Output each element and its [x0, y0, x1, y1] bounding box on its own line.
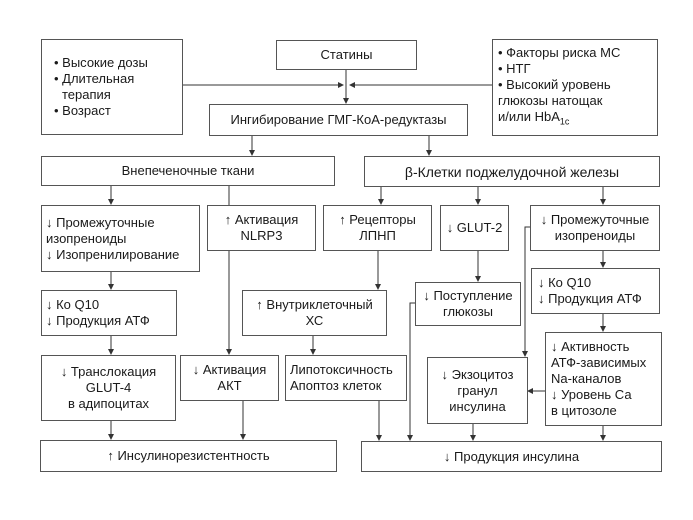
akt-activation-box: ↓ Активация АКТ [180, 355, 279, 401]
text-line: Липотоксичность [290, 362, 393, 377]
risk-right-line: • Факторы риска МС [498, 45, 621, 61]
risk-factors-right-box: • Факторы риска МС • НТГ • Высокий урове… [492, 39, 658, 136]
intracellular-cholesterol-box: ↑ Внутриклеточный ХС [242, 290, 387, 336]
text-line: изопреноиды [46, 230, 127, 246]
extrahepatic-box: Внепеченочные ткани [41, 156, 335, 186]
text-line: глюкозы [442, 304, 493, 319]
risk-left-line: • Высокие дозы [54, 55, 148, 70]
text-line: ↓ Активация [192, 362, 267, 377]
text-line: ↓ Промежуточные [46, 214, 155, 230]
statins-box: Статины [276, 40, 417, 70]
glut2-box: ↓ GLUT-2 [440, 205, 509, 251]
hba-subscript: 1c [559, 116, 570, 127]
insulin-production-label: ↓ Продукция инсулина [443, 448, 580, 464]
insulin-resistance-label: ↑ Инсулинорезистентность [107, 448, 270, 463]
text-line: ↓ Активность [551, 339, 630, 354]
text-line: ↓ Изопренилирование [46, 246, 180, 262]
text-line: ↓ Уровень Са [551, 387, 632, 402]
text-line: ХС [305, 313, 324, 328]
inhibition-box: Ингибирование ГМГ-КоА-редуктазы [209, 104, 468, 136]
text-line: GLUT-4 [85, 380, 132, 395]
text-line: гранул [457, 382, 498, 398]
risk-left-line: терапия [62, 87, 111, 102]
left-coq10-box: ↓ Ко Q10 ↓ Продукция АТФ [41, 290, 177, 336]
text-line: ↓ Экзоцитоз [441, 366, 514, 382]
risk-right-line: глюкозы натощак [498, 93, 603, 109]
risk-left-line: • Возраст [54, 103, 111, 118]
text-line: в цитозоле [551, 403, 617, 418]
text-line: Апоптоз клеток [290, 378, 382, 393]
text-line: ↓ Промежуточные [540, 212, 650, 227]
ldl-receptors-box: ↑ Рецепторы ЛПНП [323, 205, 432, 251]
text-line: инсулина [449, 398, 506, 414]
text-line: АТФ-зависимых [551, 355, 647, 370]
right-coq10-box: ↓ Ко Q10 ↓ Продукция АТФ [531, 268, 660, 314]
text-line: ЛПНП [359, 228, 396, 243]
text-line: в адипоцитах [67, 396, 150, 411]
beta-cells-box: β-Клетки поджелудочной железы [364, 156, 660, 187]
nlrp3-box: ↑ Активация NLRP3 [207, 205, 316, 251]
text-line: ↓ Транслокация [60, 364, 157, 379]
glucose-uptake-box: ↓ Поступление глюкозы [415, 282, 521, 326]
text-line: ↓ GLUT-2 [446, 220, 503, 235]
insulin-resistance-box: ↑ Инсулинорезистентность [40, 440, 337, 472]
risk-right-line: • Высокий уровень [498, 77, 611, 93]
risk-right-line: • НТГ [498, 61, 531, 77]
text-line: ↓ Продукция АТФ [46, 313, 150, 328]
left-isoprenoids-box: ↓ Промежуточные изопреноиды ↓ Изопренили… [41, 205, 200, 272]
text-line: ↓ Поступление [423, 288, 513, 303]
text-line: изопреноиды [554, 228, 636, 243]
insulin-production-box: ↓ Продукция инсулина [361, 441, 662, 472]
text-line: АКТ [217, 378, 242, 393]
inhibition-label: Ингибирование ГМГ-КоА-редуктазы [230, 112, 447, 127]
risk-factors-left-box: • Высокие дозы • Длительная терапия • Во… [41, 39, 183, 135]
glut4-translocation-box: ↓ Транслокация GLUT-4 в адипоцитах [41, 355, 176, 421]
text-line: ↑ Внутриклеточный [256, 297, 373, 312]
text-line: ↑ Активация [224, 212, 299, 227]
text-line: ↓ Ко Q10 [538, 275, 592, 290]
statins-label: Статины [320, 47, 373, 62]
text-line: ↓ Ко Q10 [46, 297, 100, 312]
text-line: Na-каналов [551, 371, 622, 386]
risk-right-line: и/или HbA1c [498, 109, 657, 130]
extrahepatic-label: Внепеченочные ткани [121, 163, 255, 178]
text-line: NLRP3 [240, 228, 283, 243]
lipotoxicity-box: Липотоксичность Апоптоз клеток [285, 355, 407, 401]
text-line: ↑ Рецепторы [339, 212, 416, 227]
beta-cells-label: β-Клетки поджелудочной железы [404, 163, 620, 180]
risk-left-line: • Длительная [54, 71, 135, 86]
text-line: ↓ Продукция АТФ [538, 291, 642, 306]
hba-label: и/или HbA [498, 109, 560, 125]
atp-channels-box: ↓ Активность АТФ-зависимых Na-каналов ↓ … [545, 332, 662, 426]
right-isoprenoids-box: ↓ Промежуточные изопреноиды [530, 205, 660, 251]
exocytosis-box: ↓ Экзоцитоз гранул инсулина [427, 357, 528, 424]
